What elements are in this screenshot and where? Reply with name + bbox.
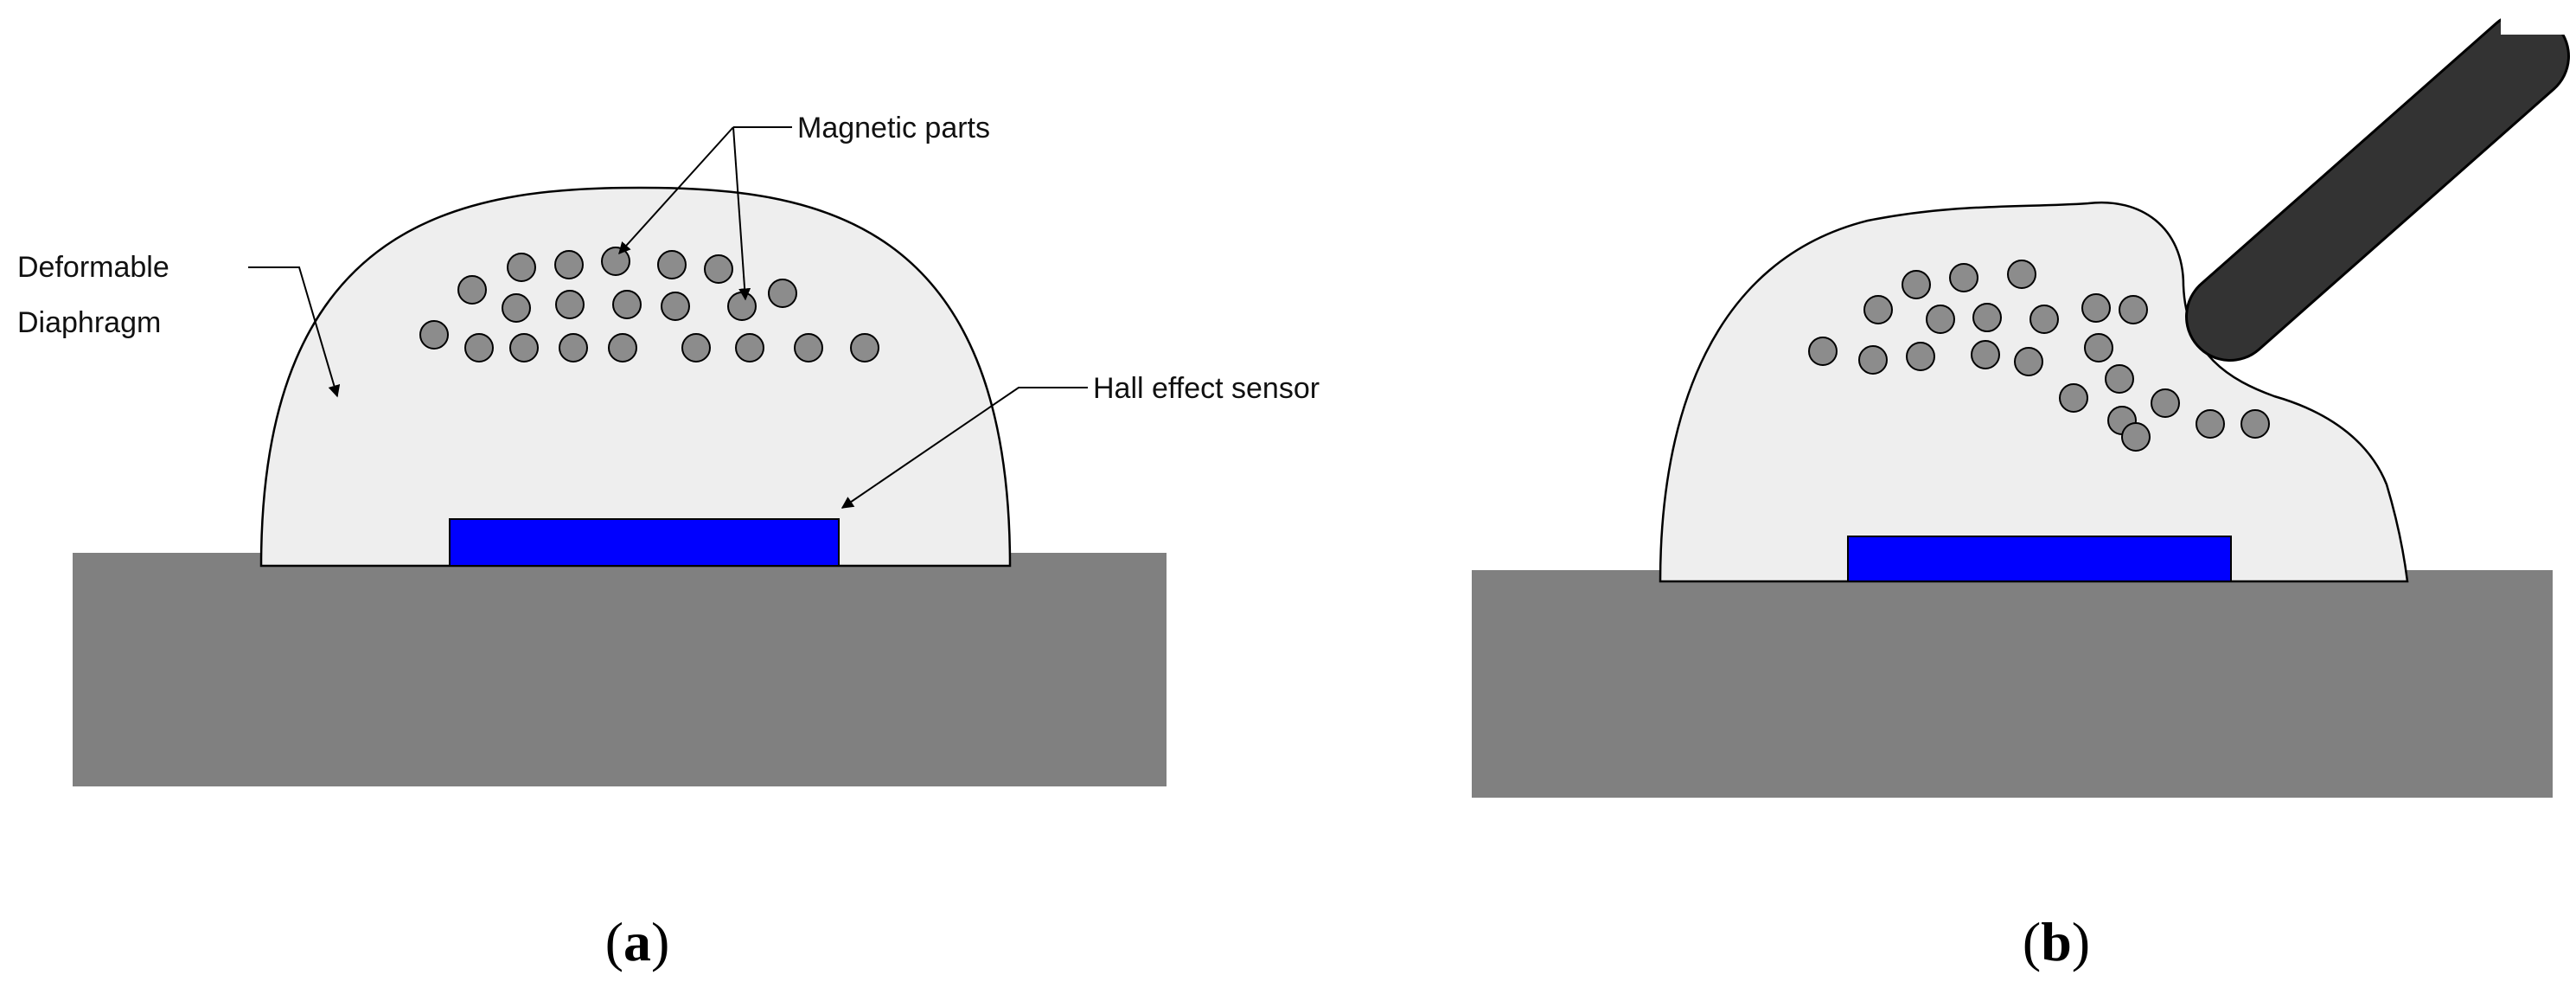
magnetic-parts-label: Magnetic parts xyxy=(797,112,990,144)
panel-b: (b) xyxy=(1472,0,2576,972)
magnetic-part xyxy=(704,254,733,284)
magnetic-parts-group-a xyxy=(419,247,879,362)
caption-b: (b) xyxy=(2023,911,2090,972)
magnetic-part xyxy=(1949,263,1978,292)
magnetic-part xyxy=(507,253,536,282)
magnetic-part xyxy=(1972,303,2002,332)
caption-a: (a) xyxy=(605,911,670,972)
magnetic-part xyxy=(502,293,531,323)
magnetic-part xyxy=(2196,409,2225,439)
deformable-diaphragm-label-line1: Deformable xyxy=(17,251,169,284)
magnetic-part xyxy=(2121,422,2151,452)
magnetic-part xyxy=(2029,305,2059,334)
magnetic-parts-group-b xyxy=(1808,260,2270,452)
magnetic-part xyxy=(554,250,584,279)
magnetic-part xyxy=(657,250,687,279)
magnetic-parts-arrow-2 xyxy=(732,126,751,301)
magnetic-part xyxy=(419,320,449,350)
magnetic-part xyxy=(2151,388,2180,418)
magnetic-part xyxy=(850,333,879,362)
magnetic-part xyxy=(464,333,494,362)
magnetic-part xyxy=(1808,337,1838,366)
probe xyxy=(2185,0,2576,362)
magnetic-part xyxy=(2105,364,2134,394)
magnetic-part xyxy=(509,333,539,362)
magnetic-part xyxy=(727,292,757,321)
magnetic-parts-arrow-1 xyxy=(618,126,734,255)
magnetic-part xyxy=(794,333,823,362)
magnetic-part xyxy=(681,333,711,362)
magnetic-part xyxy=(2240,409,2270,439)
hall-effect-sensor-b xyxy=(1847,536,2232,582)
magnetic-part xyxy=(608,333,637,362)
magnetic-part xyxy=(768,279,797,308)
base-block-a xyxy=(73,553,1167,786)
magnetic-part xyxy=(735,333,764,362)
magnetic-part xyxy=(1926,305,1955,334)
deformable-diaphragm-label-line2: Diaphragm xyxy=(17,306,161,339)
magnetic-part xyxy=(457,275,487,305)
magnetic-part xyxy=(612,290,642,319)
magnetic-part xyxy=(1863,295,1893,324)
hall-effect-sensor-a xyxy=(449,518,840,567)
magnetic-part xyxy=(1906,342,1935,371)
magnetic-part xyxy=(559,333,588,362)
magnetic-part xyxy=(661,292,690,321)
magnetic-part xyxy=(555,290,585,319)
magnetic-part xyxy=(1902,270,1931,299)
magnetic-part xyxy=(2119,295,2148,324)
hall-effect-sensor-label: Hall effect sensor xyxy=(1093,372,1320,405)
magnetic-part xyxy=(2084,333,2113,362)
magnetic-part xyxy=(1971,340,2000,369)
magnetic-part xyxy=(2014,347,2043,376)
magnetic-part xyxy=(601,247,630,276)
panel-a: Magnetic parts Deformable Diaphragm Hall… xyxy=(17,112,1320,972)
magnetic-part xyxy=(2059,383,2088,413)
deformable-diaphragm-arrow xyxy=(248,266,341,398)
magnetic-part xyxy=(1858,345,1888,375)
base-block-b xyxy=(1472,570,2553,798)
deformed-diaphragm-b xyxy=(1659,201,2409,583)
magnetic-part xyxy=(2081,293,2111,323)
hall-effect-sensor-arrow xyxy=(841,387,1088,509)
magnetic-part xyxy=(2007,260,2036,289)
deformable-diaphragm-a xyxy=(259,186,1012,568)
